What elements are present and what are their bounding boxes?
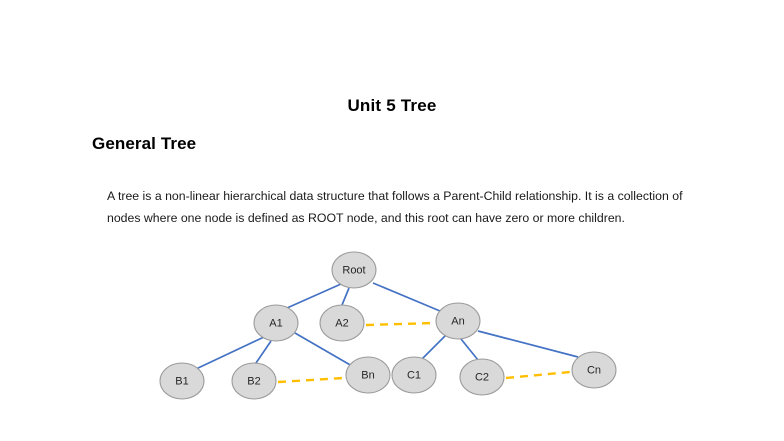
tree-node-shape-root (331, 251, 377, 289)
tree-node-label-b1: B1 (175, 376, 188, 388)
tree-edge-root-to-an (372, 282, 441, 312)
tree-node-shape-a1 (253, 304, 299, 342)
tree-ellipsis-edge-c2-to-cn (505, 370, 571, 380)
tree-node-shape-c1 (391, 356, 437, 394)
tree-node-shape-an (435, 302, 481, 340)
tree-edge-root-to-a2 (341, 287, 350, 306)
tree-node-label-root: Root (342, 265, 365, 277)
tree-node-label-b2: B2 (247, 376, 260, 388)
tree-node-label-an: An (451, 316, 464, 328)
tree-edge-a1-to-bn (294, 332, 353, 367)
tree-node-shape-a2 (319, 304, 365, 342)
tree-node-shape-c2 (459, 358, 505, 396)
tree-node-c1: C1 (391, 356, 437, 394)
tree-edge-a1-to-b2 (255, 340, 272, 364)
tree-node-label-c2: C2 (475, 372, 489, 384)
tree-node-shape-bn (345, 356, 391, 394)
tree-node-label-c1: C1 (407, 370, 421, 382)
tree-edge-an-to-cn (477, 330, 579, 358)
page-title: Unit 5 Tree (347, 96, 437, 115)
tree-node-cn: Cn (571, 351, 617, 389)
tree-edges-dashed (277, 321, 571, 384)
tree-node-label-a2: A2 (335, 318, 348, 330)
tree-node-an: An (435, 302, 481, 340)
tree-node-bn: Bn (345, 356, 391, 394)
tree-node-root: Root (331, 251, 377, 289)
tree-node-a1: A1 (253, 304, 299, 342)
tree-node-shape-b2 (231, 362, 277, 400)
tree-node-a2: A2 (319, 304, 365, 342)
tree-node-label-a1: A1 (269, 318, 282, 330)
tree-node-shape-b1 (159, 362, 205, 400)
tree-node-b1: B1 (159, 362, 205, 400)
tree-node-b2: B2 (231, 362, 277, 400)
tree-node-label-bn: Bn (361, 370, 374, 382)
tree-ellipsis-edge-b2-to-bn (277, 376, 345, 384)
tree-edges-solid (195, 282, 579, 370)
tree-ellipsis-edge-a2-to-an (365, 321, 435, 327)
tree-edge-an-to-c2 (460, 338, 479, 361)
section-heading-general-tree: General Tree (92, 134, 197, 153)
tree-node-shape-cn (571, 351, 617, 389)
tree-edge-a1-to-b1 (195, 336, 265, 370)
tree-node-c2: C2 (459, 358, 505, 396)
tree-node-label-cn: Cn (587, 365, 601, 377)
body-paragraph: A tree is a non-linear hierarchical data… (107, 189, 683, 225)
tree-edge-an-to-c1 (421, 334, 447, 360)
tree-edge-root-to-a1 (286, 283, 342, 309)
